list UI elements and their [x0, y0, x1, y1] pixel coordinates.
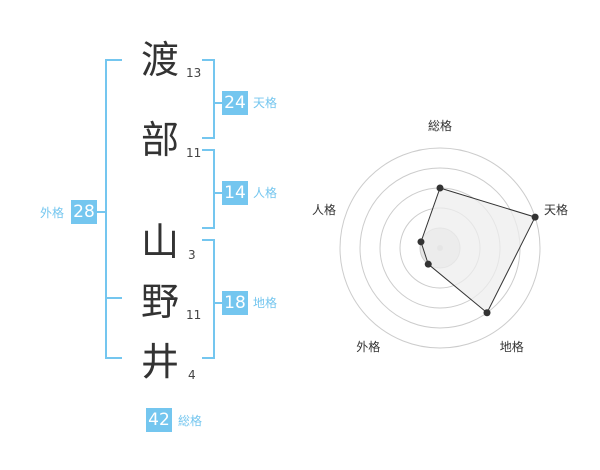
stroke-count-2: 11	[186, 146, 202, 160]
radar-point-1	[531, 213, 539, 221]
tenkaku-bracket	[202, 59, 215, 139]
radar-point-0	[436, 184, 444, 192]
soukaku-label: 総格	[178, 414, 203, 428]
chikaku-label: 地格	[253, 296, 278, 310]
name-char-5: 井	[140, 340, 179, 384]
soukaku-value: 42	[146, 408, 172, 432]
radar-ring	[339, 147, 541, 349]
radar-point-3	[424, 260, 432, 268]
tenkaku-label: 天格	[253, 96, 278, 110]
stroke-count-4: 11	[186, 308, 202, 322]
chikaku-value: 18	[222, 291, 248, 315]
name-char-1: 渡	[140, 38, 179, 82]
tenkaku-value: 24	[222, 91, 248, 115]
radar-axis-label-jinkaku: 人格	[311, 203, 336, 218]
radar-point-2	[483, 309, 491, 317]
gaikaku-label: 外格	[40, 206, 65, 220]
jinkaku-label: 人格	[253, 186, 278, 200]
stroke-count-3: 3	[188, 248, 196, 262]
name-char-4: 野	[140, 280, 179, 324]
radar-points	[417, 184, 539, 317]
stroke-count-1: 13	[186, 66, 202, 80]
jinkaku-bracket	[202, 149, 215, 229]
chikaku-bracket	[202, 239, 215, 359]
radar-polygon	[420, 187, 536, 314]
name-char-3: 山	[140, 220, 179, 264]
radar-axis-label-chikaku: 地格	[499, 339, 524, 354]
jinkaku-value: 14	[222, 181, 248, 205]
radar-point-4	[417, 238, 425, 246]
gaikaku-value: 28	[71, 200, 97, 224]
radar-axis-label-tenkaku: 天格	[544, 203, 569, 218]
gaikaku-bracket	[105, 59, 122, 359]
name-char-2: 部	[140, 118, 179, 162]
radar-axis-label-gaikaku: 外格	[356, 339, 381, 354]
stroke-count-5: 4	[188, 368, 196, 382]
radar-axis-label-soukaku: 総格	[428, 119, 453, 133]
